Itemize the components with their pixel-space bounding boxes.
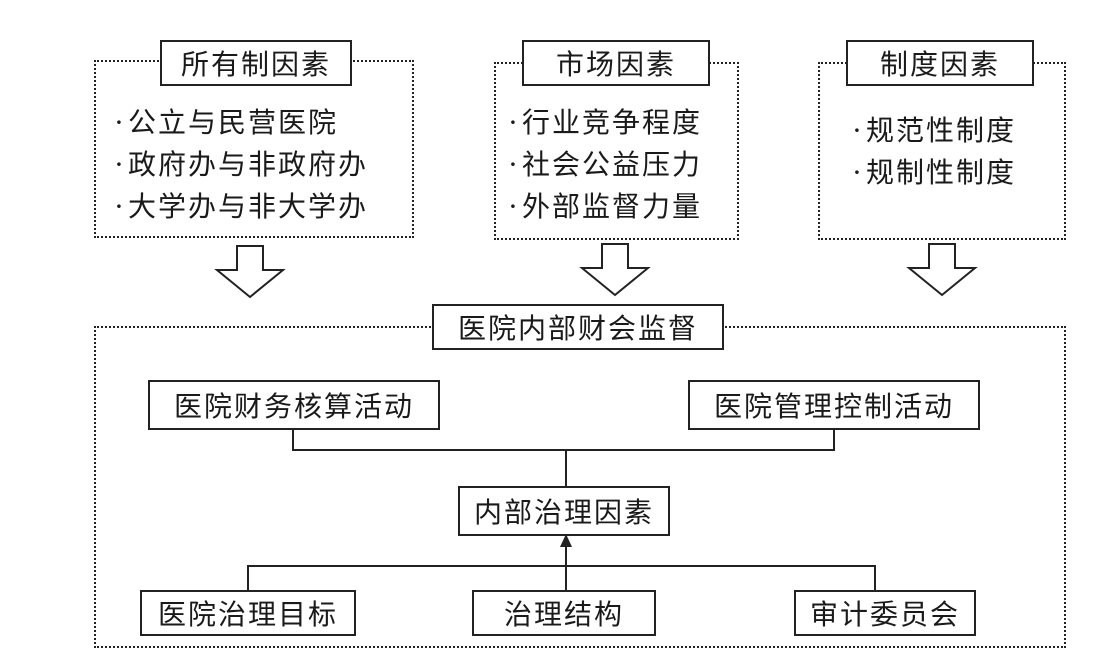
factors-connector	[247, 565, 876, 590]
ownership-factors-title: 所有制因素	[160, 40, 352, 86]
down-arrow-ownership	[214, 245, 286, 299]
internal-governance-factors-box: 内部治理因素	[458, 486, 670, 536]
institutional-factors-title: 制度因素	[846, 40, 1034, 86]
bullet-icon: ·	[508, 148, 520, 181]
institutional-factors-list: ·规范性制度 ·规制性制度	[850, 110, 1016, 194]
bullet-icon: ·	[114, 148, 126, 181]
bullet-icon: ·	[508, 106, 520, 139]
internal-supervision-title: 医院内部财会监督	[432, 304, 724, 350]
audit-committee-box: 审计委员会	[794, 590, 976, 636]
list-item: ·社会公益压力	[506, 144, 702, 186]
list-item: ·公立与民营医院	[112, 102, 368, 144]
bullet-icon: ·	[852, 114, 864, 147]
down-arrow-institutional	[906, 243, 978, 297]
bullet-icon: ·	[508, 190, 520, 223]
list-item: ·政府办与非政府办	[112, 144, 368, 186]
market-factors-title: 市场因素	[522, 40, 710, 86]
bullet-icon: ·	[852, 156, 864, 189]
list-item: ·规范性制度	[850, 110, 1016, 152]
activities-connector	[292, 430, 835, 451]
list-item: ·规制性制度	[850, 152, 1016, 194]
arrow-head-up	[560, 534, 572, 547]
management-control-activity-box: 医院管理控制活动	[688, 380, 980, 430]
bullet-icon: ·	[114, 106, 126, 139]
market-factors-list: ·行业竞争程度 ·社会公益压力 ·外部监督力量	[506, 102, 702, 228]
list-item: ·行业竞争程度	[506, 102, 702, 144]
down-arrow-market	[579, 243, 651, 297]
list-item: ·外部监督力量	[506, 186, 702, 228]
financial-accounting-activity-box: 医院财务核算活动	[148, 380, 440, 430]
governance-objective-box: 医院治理目标	[140, 590, 356, 636]
list-item: ·大学办与非大学办	[112, 186, 368, 228]
ownership-factors-list: ·公立与民营医院 ·政府办与非政府办 ·大学办与非大学办	[112, 102, 368, 228]
governance-structure-box: 治理结构	[472, 590, 656, 636]
bullet-icon: ·	[114, 190, 126, 223]
